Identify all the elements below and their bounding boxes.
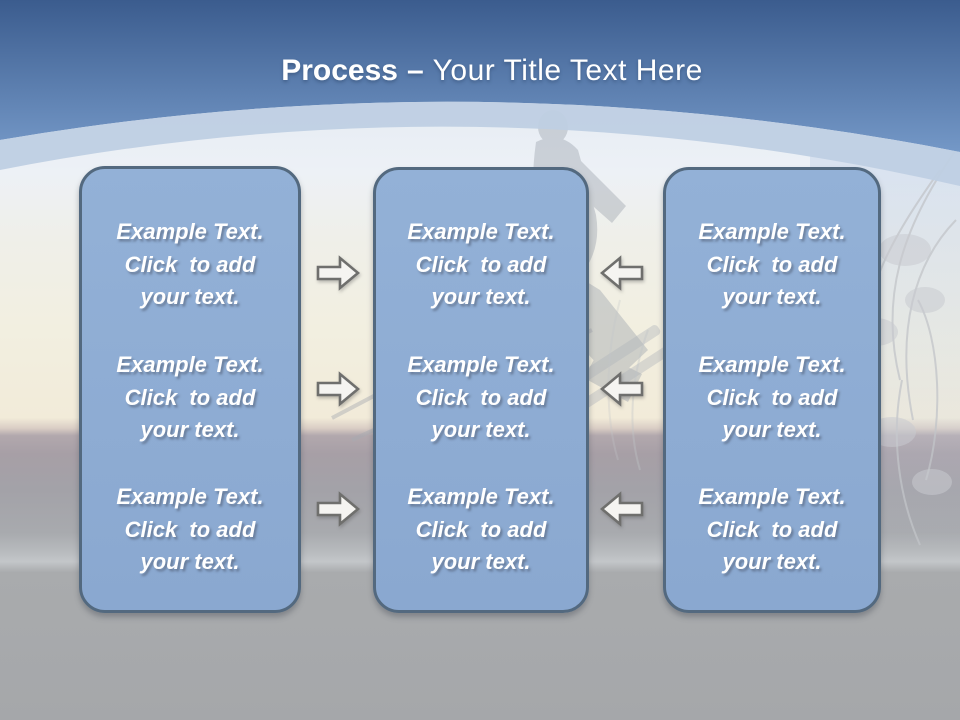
placeholder-line: your text. <box>140 417 240 442</box>
block-arrow-right-icon[interactable] <box>316 370 360 408</box>
slide-title[interactable]: Process – Your Title Text Here <box>12 54 960 88</box>
block-arrow-left-icon[interactable] <box>600 490 644 528</box>
text-placeholder[interactable]: Example Text. Click to add your text. <box>82 349 298 447</box>
block-arrow-left-icon[interactable] <box>600 370 644 408</box>
placeholder-line: Click to add <box>706 251 838 277</box>
placeholder-line: Click to add <box>415 516 547 542</box>
placeholder-line: your text. <box>140 549 240 574</box>
placeholder-line: your text. <box>140 284 240 309</box>
text-placeholder[interactable]: Example Text. Click to add your text. <box>666 216 878 314</box>
process-box-right[interactable]: Example Text. Click to add your text. Ex… <box>663 167 881 613</box>
placeholder-line: your text. <box>722 417 822 442</box>
placeholder-line: Example Text. <box>116 484 264 509</box>
title-emphasis: Process <box>281 54 398 87</box>
block-arrow-left-icon[interactable] <box>600 254 644 292</box>
placeholder-line: Example Text. <box>407 484 555 509</box>
placeholder-line: Example Text. <box>698 352 846 377</box>
placeholder-line: Example Text. <box>116 219 264 244</box>
placeholder-line: your text. <box>722 549 822 574</box>
placeholder-line: Example Text. <box>407 219 555 244</box>
text-placeholder[interactable]: Example Text. Click to add your text. <box>666 349 878 447</box>
text-placeholder[interactable]: Example Text. Click to add your text. <box>82 216 298 314</box>
placeholder-line: your text. <box>431 417 531 442</box>
title-separator: – <box>406 54 424 87</box>
text-placeholder[interactable]: Example Text. Click to add your text. <box>666 481 878 579</box>
process-box-left[interactable]: Example Text. Click to add your text. Ex… <box>79 166 301 613</box>
placeholder-line: Example Text. <box>407 352 555 377</box>
placeholder-line: Example Text. <box>698 484 846 509</box>
placeholder-line: your text. <box>431 284 531 309</box>
placeholder-line: Click to add <box>706 516 838 542</box>
placeholder-line: your text. <box>431 549 531 574</box>
placeholder-line: Click to add <box>706 384 838 410</box>
placeholder-line: your text. <box>722 284 822 309</box>
block-arrow-right-icon[interactable] <box>316 490 360 528</box>
placeholder-line: Click to add <box>124 516 256 542</box>
placeholder-line: Click to add <box>415 384 547 410</box>
text-placeholder[interactable]: Example Text. Click to add your text. <box>376 216 586 314</box>
placeholder-line: Click to add <box>124 384 256 410</box>
placeholder-line: Example Text. <box>116 352 264 377</box>
placeholder-line: Click to add <box>415 251 547 277</box>
text-placeholder[interactable]: Example Text. Click to add your text. <box>376 349 586 447</box>
title-placeholder-text: Your Title Text Here <box>432 54 703 87</box>
placeholder-line: Example Text. <box>698 219 846 244</box>
text-placeholder[interactable]: Example Text. Click to add your text. <box>376 481 586 579</box>
header-arc-background <box>0 0 960 186</box>
block-arrow-right-icon[interactable] <box>316 254 360 292</box>
text-placeholder[interactable]: Example Text. Click to add your text. <box>82 481 298 579</box>
process-box-middle[interactable]: Example Text. Click to add your text. Ex… <box>373 167 589 613</box>
placeholder-line: Click to add <box>124 251 256 277</box>
